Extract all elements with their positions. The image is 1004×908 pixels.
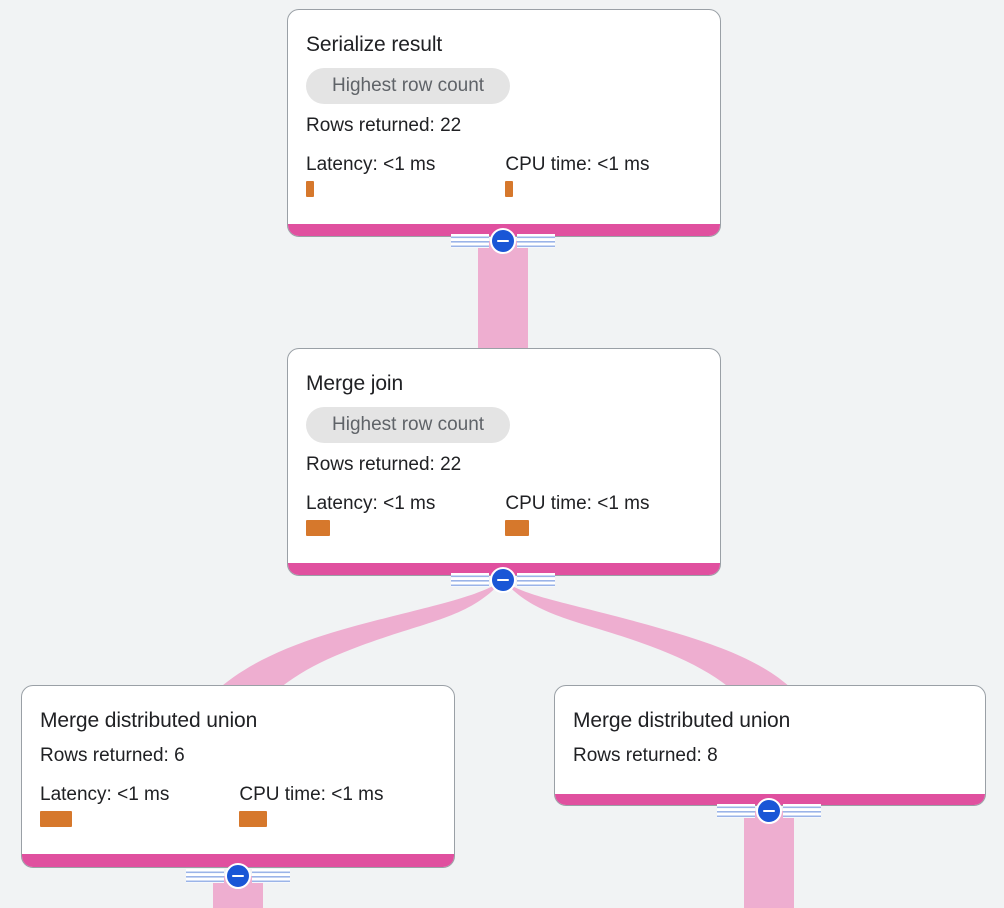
node-footer-bar [22, 854, 454, 867]
metric-bar [505, 520, 530, 536]
collapse-merge-distributed-union-left[interactable] [186, 863, 290, 889]
collapse-serialize-result[interactable] [451, 228, 555, 254]
cpu-time-metric: CPU time: <1 ms [239, 784, 384, 827]
node-title: Merge distributed union [40, 709, 258, 732]
node-badge-row: Highest row count [306, 407, 702, 453]
metric-label: Latency: <1 ms [306, 493, 436, 514]
metric-label: CPU time: <1 ms [239, 784, 384, 805]
rows-returned-text: Rows returned: 22 [306, 115, 462, 136]
metric-bar [505, 181, 514, 197]
metric-label: Latency: <1 ms [306, 154, 436, 175]
latency-metric: Latency: <1 ms [306, 493, 435, 536]
collapse-merge-join[interactable] [451, 567, 555, 593]
cpu-time-metric: CPU time: <1 ms [505, 493, 650, 536]
minus-circle-icon[interactable] [490, 567, 516, 593]
metrics-row: Latency: <1 ms CPU time: <1 ms [40, 784, 436, 827]
minus-circle-icon[interactable] [756, 798, 782, 824]
rows-returned-text: Rows returned: 6 [40, 745, 185, 766]
metrics-row: Latency: <1 ms CPU time: <1 ms [306, 493, 702, 536]
edge-serialize-to-merge-join [478, 241, 528, 349]
latency-metric: Latency: <1 ms [306, 154, 435, 197]
edge-right-union-downward [744, 811, 794, 908]
highest-row-count-badge: Highest row count [306, 407, 511, 443]
node-title: Merge distributed union [573, 709, 791, 732]
metric-label: CPU time: <1 ms [505, 154, 650, 175]
highest-row-count-badge: Highest row count [306, 68, 511, 104]
metric-label: Latency: <1 ms [40, 784, 170, 805]
minus-circle-icon[interactable] [490, 228, 516, 254]
metric-bar [239, 811, 268, 827]
minus-glyph [497, 239, 509, 243]
metric-bar [40, 811, 72, 827]
latency-metric: Latency: <1 ms [40, 784, 169, 827]
minus-glyph [763, 809, 775, 813]
node-title: Serialize result [306, 33, 443, 56]
node-badge-row: Highest row count [306, 68, 702, 114]
rows-returned-text: Rows returned: 22 [306, 454, 462, 475]
minus-circle-icon[interactable] [225, 863, 251, 889]
collapse-merge-distributed-union-right[interactable] [717, 798, 821, 824]
metric-bar [306, 181, 314, 197]
minus-glyph [232, 874, 244, 878]
metric-label: CPU time: <1 ms [505, 493, 650, 514]
cpu-time-metric: CPU time: <1 ms [505, 154, 650, 197]
metric-bar [306, 520, 330, 536]
minus-glyph [497, 578, 509, 582]
metrics-row: Latency: <1 ms CPU time: <1 ms [306, 154, 702, 197]
rows-returned-text: Rows returned: 8 [573, 745, 718, 766]
node-title: Merge join [306, 372, 404, 395]
